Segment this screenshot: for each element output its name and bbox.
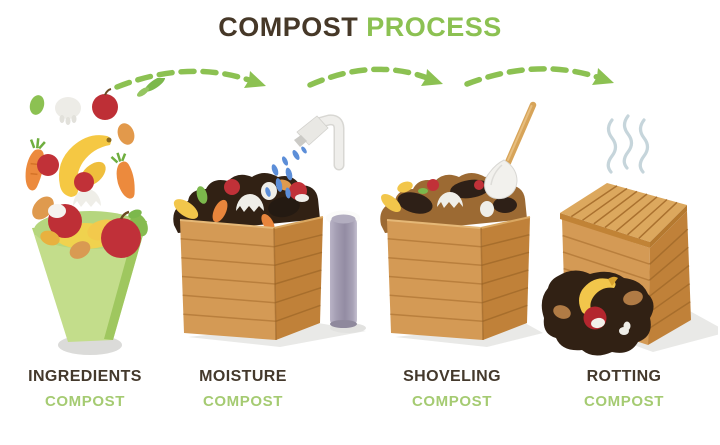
carrot-right bbox=[110, 152, 135, 199]
rotting-illustration bbox=[541, 114, 718, 356]
title-word-process: PROCESS bbox=[366, 12, 502, 42]
label-moisture: MOISTURE COMPOST bbox=[163, 368, 323, 410]
label-shoveling: SHOVELING COMPOST bbox=[372, 368, 532, 410]
stage-name: SHOVELING bbox=[403, 368, 501, 385]
stage-subname: COMPOST bbox=[411, 393, 493, 410]
aeration-pipe bbox=[326, 210, 366, 333]
crate-lid bbox=[560, 183, 687, 248]
wet-scrap-heap bbox=[173, 173, 320, 233]
wooden-crate bbox=[386, 216, 531, 341]
stage-name: INGREDIENTS bbox=[28, 368, 142, 385]
moisture-illustration bbox=[173, 114, 366, 347]
tomato bbox=[74, 172, 94, 192]
garlic bbox=[55, 97, 81, 125]
stage-subname: COMPOST bbox=[202, 393, 284, 410]
shovel-icon bbox=[484, 101, 537, 200]
wooden-crate bbox=[179, 216, 324, 341]
scrap-heap bbox=[32, 189, 148, 259]
label-ingredients: INGREDIENTS COMPOST bbox=[5, 368, 165, 410]
tomato bbox=[37, 154, 59, 176]
steam-icon bbox=[606, 114, 650, 174]
shoveling-illustration bbox=[380, 101, 543, 347]
stage-name: MOISTURE bbox=[199, 368, 287, 385]
apple bbox=[92, 88, 118, 120]
dashed-curved-arrow-icon-1 bbox=[114, 68, 266, 90]
finished-compost-pile bbox=[541, 270, 654, 356]
flow-arrows bbox=[114, 66, 614, 90]
stage-subname: COMPOST bbox=[44, 393, 126, 410]
title-word-compost: COMPOST bbox=[218, 12, 359, 42]
ingredients-illustration bbox=[25, 78, 166, 355]
stage-name: ROTTING bbox=[586, 368, 662, 385]
dashed-curved-arrow-icon-3 bbox=[464, 66, 614, 87]
faucet-icon bbox=[294, 114, 345, 171]
falling-produce bbox=[25, 78, 166, 199]
banana-peel bbox=[579, 276, 618, 315]
water-droplets bbox=[265, 146, 307, 199]
dashed-curved-arrow-icon-2 bbox=[307, 66, 443, 88]
stage-subname: COMPOST bbox=[583, 393, 665, 410]
label-rotting: ROTTING COMPOST bbox=[544, 368, 704, 410]
